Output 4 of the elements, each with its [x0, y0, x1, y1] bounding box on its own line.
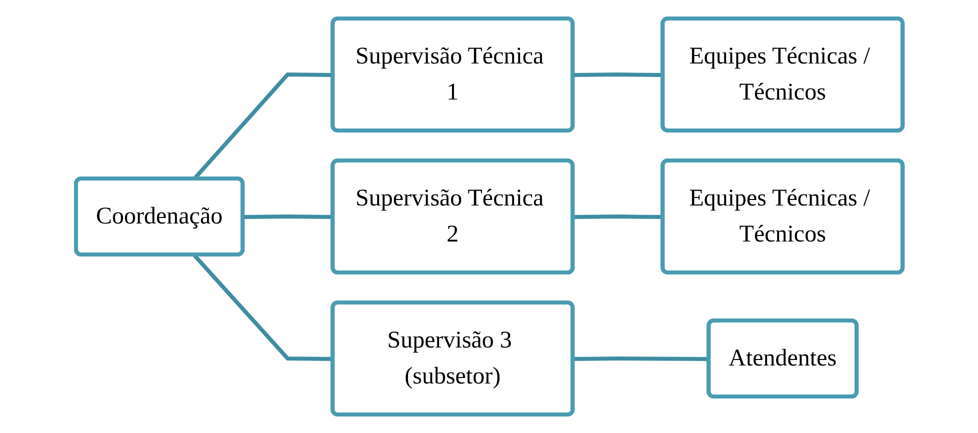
- connector: [572, 214, 663, 219]
- connector: [242, 214, 333, 219]
- connector: [572, 72, 663, 77]
- connector: [572, 356, 709, 361]
